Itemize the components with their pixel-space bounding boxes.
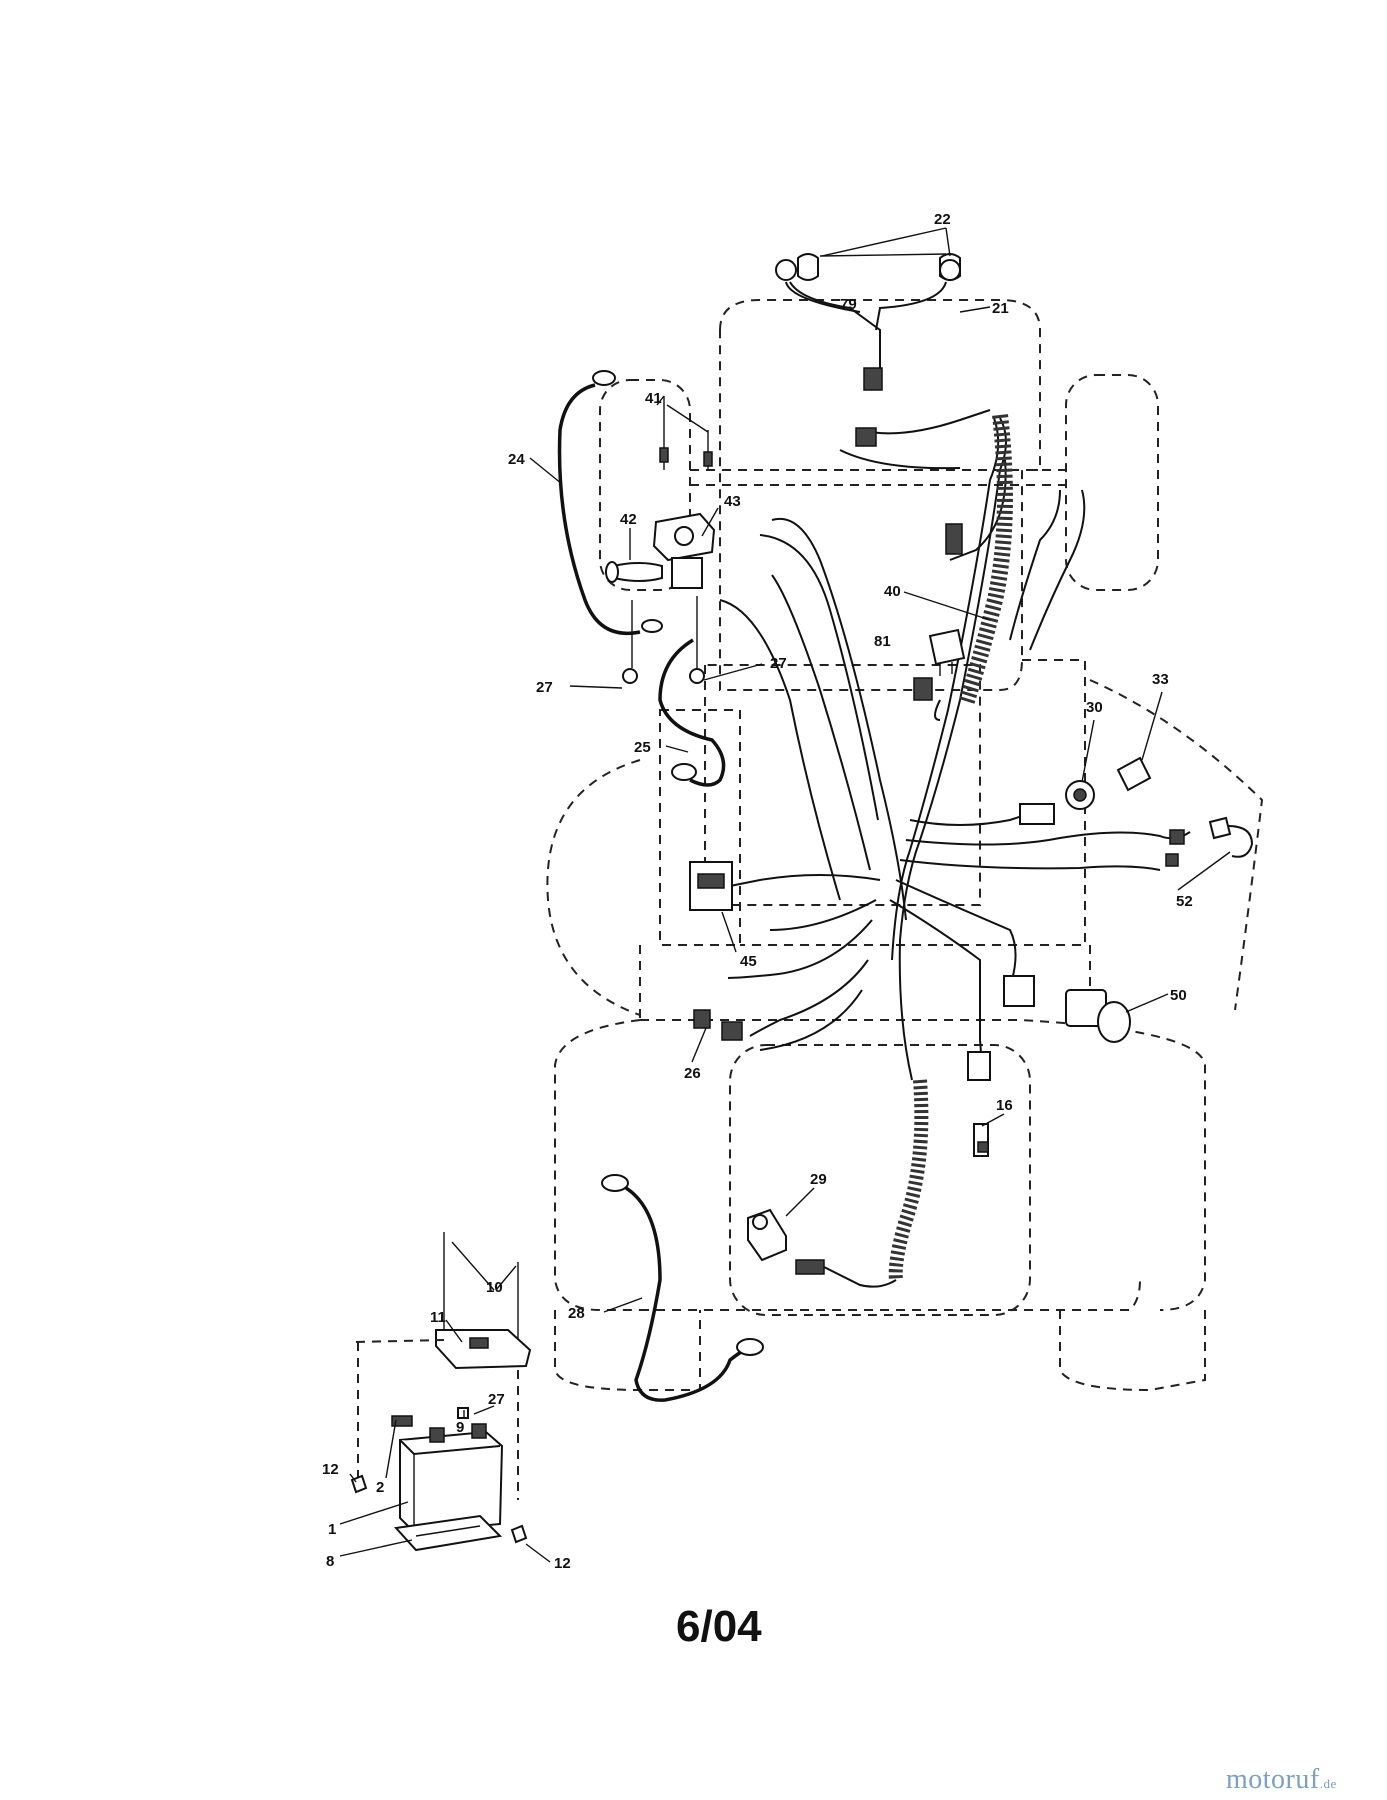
callout-22: 22 (934, 211, 951, 228)
headlight-harness (775, 253, 961, 391)
switch-16 (973, 1123, 989, 1157)
leader-lines (339, 227, 1231, 1563)
callout-2: 2 (376, 1479, 384, 1496)
callout-27-left: 27 (536, 679, 553, 696)
callout-42: 42 (620, 511, 637, 528)
callout-labels: 22 79 21 41 24 43 42 40 81 27 27 33 30 2… (322, 211, 1193, 1572)
callout-33: 33 (1152, 671, 1169, 688)
battery-assembly (350, 1232, 532, 1552)
callout-81: 81 (874, 633, 891, 650)
harness-conduit-lower (888, 1079, 929, 1281)
callout-12-right: 12 (554, 1555, 571, 1572)
brand-logo[interactable]: motoruf.de (1226, 1764, 1337, 1796)
callout-50: 50 (1170, 987, 1187, 1004)
callout-8: 8 (326, 1553, 334, 1570)
cable-25 (658, 638, 726, 787)
boot-42 (605, 561, 663, 583)
callout-45: 45 (740, 953, 757, 970)
callout-26: 26 (684, 1065, 701, 1082)
switch-50 (1065, 989, 1131, 1043)
relay-81 (928, 628, 966, 676)
callout-24: 24 (508, 451, 525, 468)
callout-27-battery: 27 (488, 1391, 505, 1408)
callout-12-left: 12 (322, 1461, 339, 1478)
connectors-26 (693, 1009, 743, 1041)
callout-30: 30 (1086, 699, 1103, 716)
seat-switch-29 (747, 1208, 825, 1275)
hour-meter-45 (689, 861, 733, 911)
brand-tld: .de (1319, 1776, 1337, 1791)
page-code: 6/04 (676, 1602, 762, 1651)
nuts-27 (622, 596, 705, 684)
callout-43: 43 (724, 493, 741, 510)
callout-10: 10 (486, 1279, 503, 1296)
callout-52: 52 (1176, 893, 1193, 910)
switch-33 (1116, 756, 1152, 792)
callout-27-right: 27 (770, 655, 787, 672)
callout-28: 28 (568, 1305, 585, 1322)
harness-conduit-upper (958, 414, 1013, 707)
callout-16: 16 (996, 1097, 1013, 1114)
callout-41: 41 (645, 390, 662, 407)
callout-21: 21 (992, 300, 1009, 317)
main-harness-40 (719, 409, 1191, 1288)
component-52 (1165, 816, 1254, 867)
battery-cable-24 (557, 370, 663, 635)
callout-79: 79 (840, 296, 857, 313)
callout-11: 11 (430, 1309, 446, 1326)
battery-cable-28 (601, 1174, 764, 1402)
callout-1: 1 (328, 1521, 336, 1538)
callout-29: 29 (810, 1171, 827, 1188)
callout-9: 9 (456, 1419, 464, 1436)
brand-name: motoruf (1226, 1764, 1320, 1795)
callout-25: 25 (634, 739, 651, 756)
callout-40: 40 (884, 583, 901, 600)
ignition-switch-30 (1065, 780, 1095, 810)
solenoid-43 (652, 396, 716, 589)
